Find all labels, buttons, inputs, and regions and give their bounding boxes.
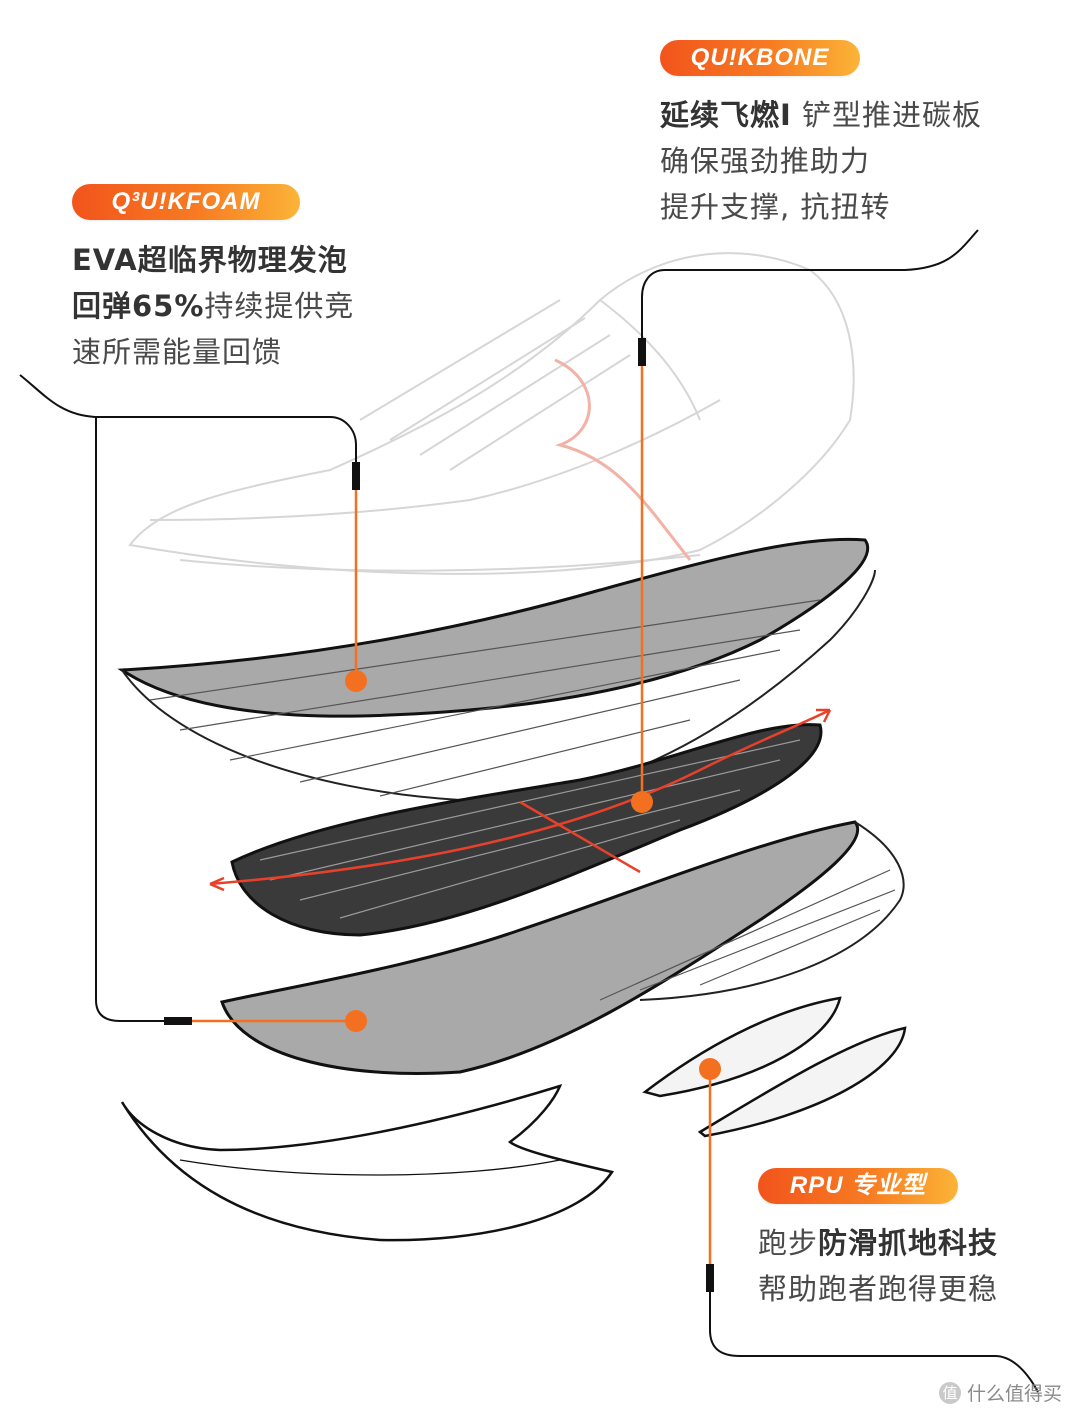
quikbone-line-1-rest: 铲型推进碳板 [791,98,983,132]
quikfoam-line-2: 回弹65%持续提供竞 [72,283,354,329]
callout-dots [345,670,721,1080]
rpu-line-1-bold: 防滑抓地科技 [818,1226,999,1260]
quikbone-description: 延续飞燃I 铲型推进碳板 确保强劲推助力 提升支撑, 抗扭转 [660,92,982,230]
rpu-line-1-normal: 跑步 [758,1226,819,1260]
quikbone-leader-line [641,229,979,365]
rpu-dot [699,1058,721,1080]
rpu-badge: RPU 专业型 [758,1168,958,1204]
quikfoam-leader-line [19,374,357,490]
watermark-logo-icon: 值 [938,1381,961,1404]
midsole-dot [345,1010,367,1032]
outsole-pieces [120,996,907,1242]
quikbone-line-3: 提升支撑, 抗扭转 [660,190,891,224]
midsole-leader-line [95,417,192,1022]
rpu-line-1: 跑步防滑抓地科技 [758,1220,998,1266]
quikbone-line-2: 确保强劲推助力 [660,144,871,178]
carbon-plate [209,708,832,937]
quikfoam-line-3: 速所需能量回馈 [72,335,283,369]
shoe-logo-stroke [554,358,692,561]
rpu-line-2: 帮助跑者跑得更稳 [758,1272,999,1306]
shoe-upper-sketch [128,252,855,575]
quikfoam-line-2-bold: 回弹65% [72,289,205,323]
quikfoam-description: EVA超临界物理发泡 回弹65%持续提供竞 速所需能量回馈 [72,237,354,375]
rpu-description: 跑步防滑抓地科技 帮助跑者跑得更稳 [758,1220,998,1312]
quikbone-line-1: 延续飞燃I 铲型推进碳板 [660,92,982,138]
callout-lines [19,229,1039,1393]
quikbone-line-1-bold: 延续飞燃I [660,98,792,132]
quikfoam-badge: Q³U!KFOAM [72,184,300,220]
quikfoam-line-2-rest: 持续提供竞 [204,289,355,323]
quikbone-badge: QU!KBONE [660,40,860,76]
quikbone-dot [631,791,653,813]
quikfoam-dot [345,670,367,692]
watermark-text: 什么值得买 [966,1383,1062,1405]
quikfoam-line-1: EVA超临界物理发泡 [72,243,348,277]
site-watermark: 值 什么值得买 [938,1379,1062,1406]
foam-layer-midsole [220,820,905,1075]
